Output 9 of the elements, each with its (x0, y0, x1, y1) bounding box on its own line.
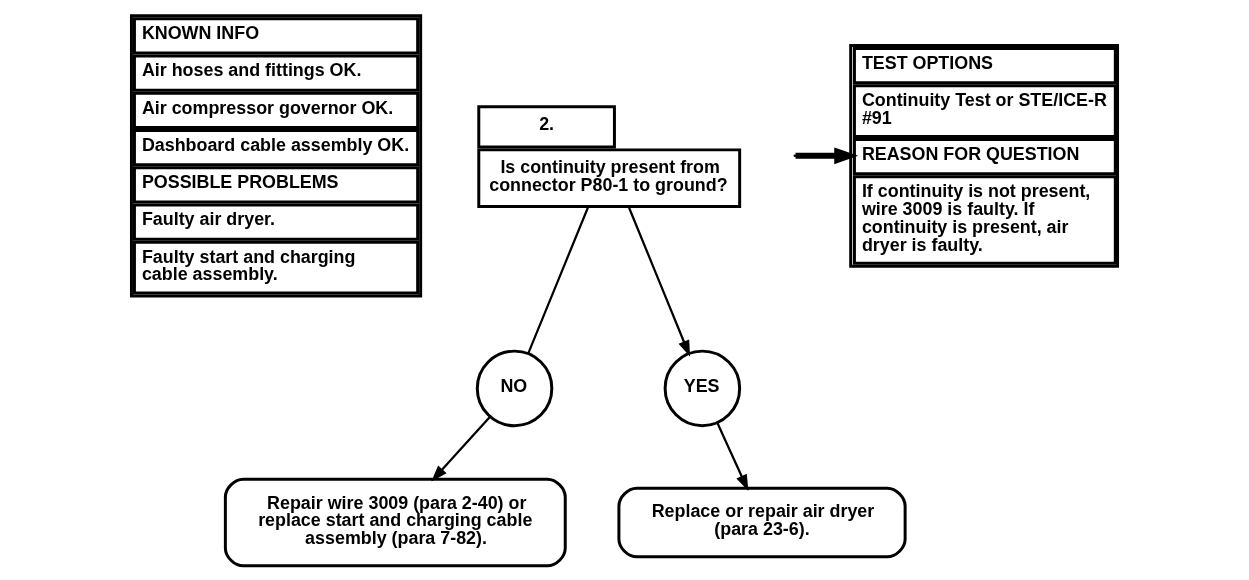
arrow (716, 422, 749, 492)
arrow (431, 416, 491, 482)
node-circle: YES (663, 349, 742, 428)
connector (527, 207, 589, 355)
node-box: Replace or repair air dryer (para 23-6). (617, 486, 907, 559)
node-box: Repair wire 3009 (para 2-40) or replace start and charging cable assembly (para 7-82). (223, 477, 567, 568)
arrow (795, 147, 859, 165)
node-circle: NO (475, 349, 554, 428)
arrow (628, 207, 691, 357)
